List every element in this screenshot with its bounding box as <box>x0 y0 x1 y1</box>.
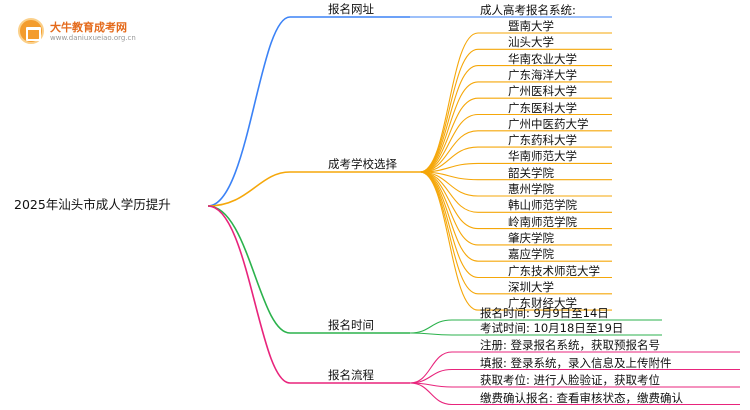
logo-name: 大牛教育成考网 <box>50 21 127 34</box>
branch-connector-3 <box>207 205 410 384</box>
leaf-1-11: 韩山师范学院 <box>508 198 577 213</box>
branch-label-2: 报名时间 <box>328 318 374 332</box>
leaf-connector-1-1 <box>419 48 612 173</box>
leaf-connector-1-3 <box>419 81 612 173</box>
leaf-3-1: 填报: 登录系统，录入信息及上传附件 <box>480 355 672 370</box>
leaf-1-0: 暨南大学 <box>508 19 554 33</box>
leaf-1-1: 汕头大学 <box>508 35 554 50</box>
leaf-3-0: 注册: 登录报名系统，获取预报名号 <box>480 338 661 352</box>
leaf-connector-3-3 <box>409 382 740 406</box>
branch-label-0: 报名网址 <box>328 2 374 16</box>
branch-connector-1 <box>207 171 420 207</box>
leaf-1-17: 广东财经大学 <box>508 296 577 311</box>
leaf-connector-1-8 <box>419 162 612 173</box>
leaf-connector-1-7 <box>419 146 612 173</box>
leaf-2-0: 报名时间: 9月9日至14日 <box>480 306 609 320</box>
leaf-0-0: 成人高考报名系统: <box>480 3 576 17</box>
leaf-1-6: 广州中医药大学 <box>508 116 589 131</box>
leaf-1-2: 华南农业大学 <box>508 51 577 66</box>
leaf-connector-3-1 <box>409 368 740 384</box>
leaf-1-9: 韶关学院 <box>508 165 554 180</box>
leaf-1-15: 广东技术师范大学 <box>508 263 600 278</box>
branch-connector-0 <box>207 16 410 207</box>
branch-connector-2 <box>207 205 410 334</box>
leaf-1-13: 肇庆学院 <box>508 230 554 245</box>
leaf-connector-1-4 <box>419 97 612 173</box>
leaf-3-2: 获取考位: 进行人脸验证，获取考位 <box>480 373 661 387</box>
leaf-connector-1-6 <box>419 130 612 173</box>
leaf-1-8: 华南师范大学 <box>508 149 577 164</box>
leaf-1-3: 广东海洋大学 <box>508 67 577 82</box>
leaf-3-3: 缴费确认报名: 查看审核状态，缴费确认 <box>480 390 684 405</box>
book-icon <box>18 18 44 44</box>
leaf-connector-2-1 <box>409 332 662 336</box>
leaf-connector-1-17 <box>419 171 612 311</box>
leaf-connector-3-0 <box>409 351 740 384</box>
site-logo: 大牛教育成考网 www.daniuxueiao.org.cn <box>14 14 136 48</box>
leaf-1-5: 广东医科大学 <box>508 100 577 115</box>
leaf-connector-1-5 <box>419 113 612 173</box>
leaf-1-10: 惠州学院 <box>508 182 554 196</box>
logo-url: www.daniuxueiao.org.cn <box>50 34 136 42</box>
leaf-1-4: 广州医科大学 <box>508 84 577 99</box>
leaf-connector-1-2 <box>419 65 612 173</box>
root-topic: 2025年汕头市成人学历提升 <box>14 197 171 212</box>
leaf-1-14: 嘉应学院 <box>508 247 554 262</box>
leaf-1-12: 岭南师范学院 <box>508 214 577 229</box>
branch-label-1: 成考学校选择 <box>328 157 397 171</box>
branch-label-3: 报名流程 <box>328 368 374 382</box>
leaf-1-16: 深圳大学 <box>508 279 554 294</box>
leaf-connector-1-9 <box>419 171 612 181</box>
leaf-2-1: 考试时间: 10月18日至19日 <box>480 321 624 335</box>
leaf-1-7: 广东药科大学 <box>508 133 577 148</box>
